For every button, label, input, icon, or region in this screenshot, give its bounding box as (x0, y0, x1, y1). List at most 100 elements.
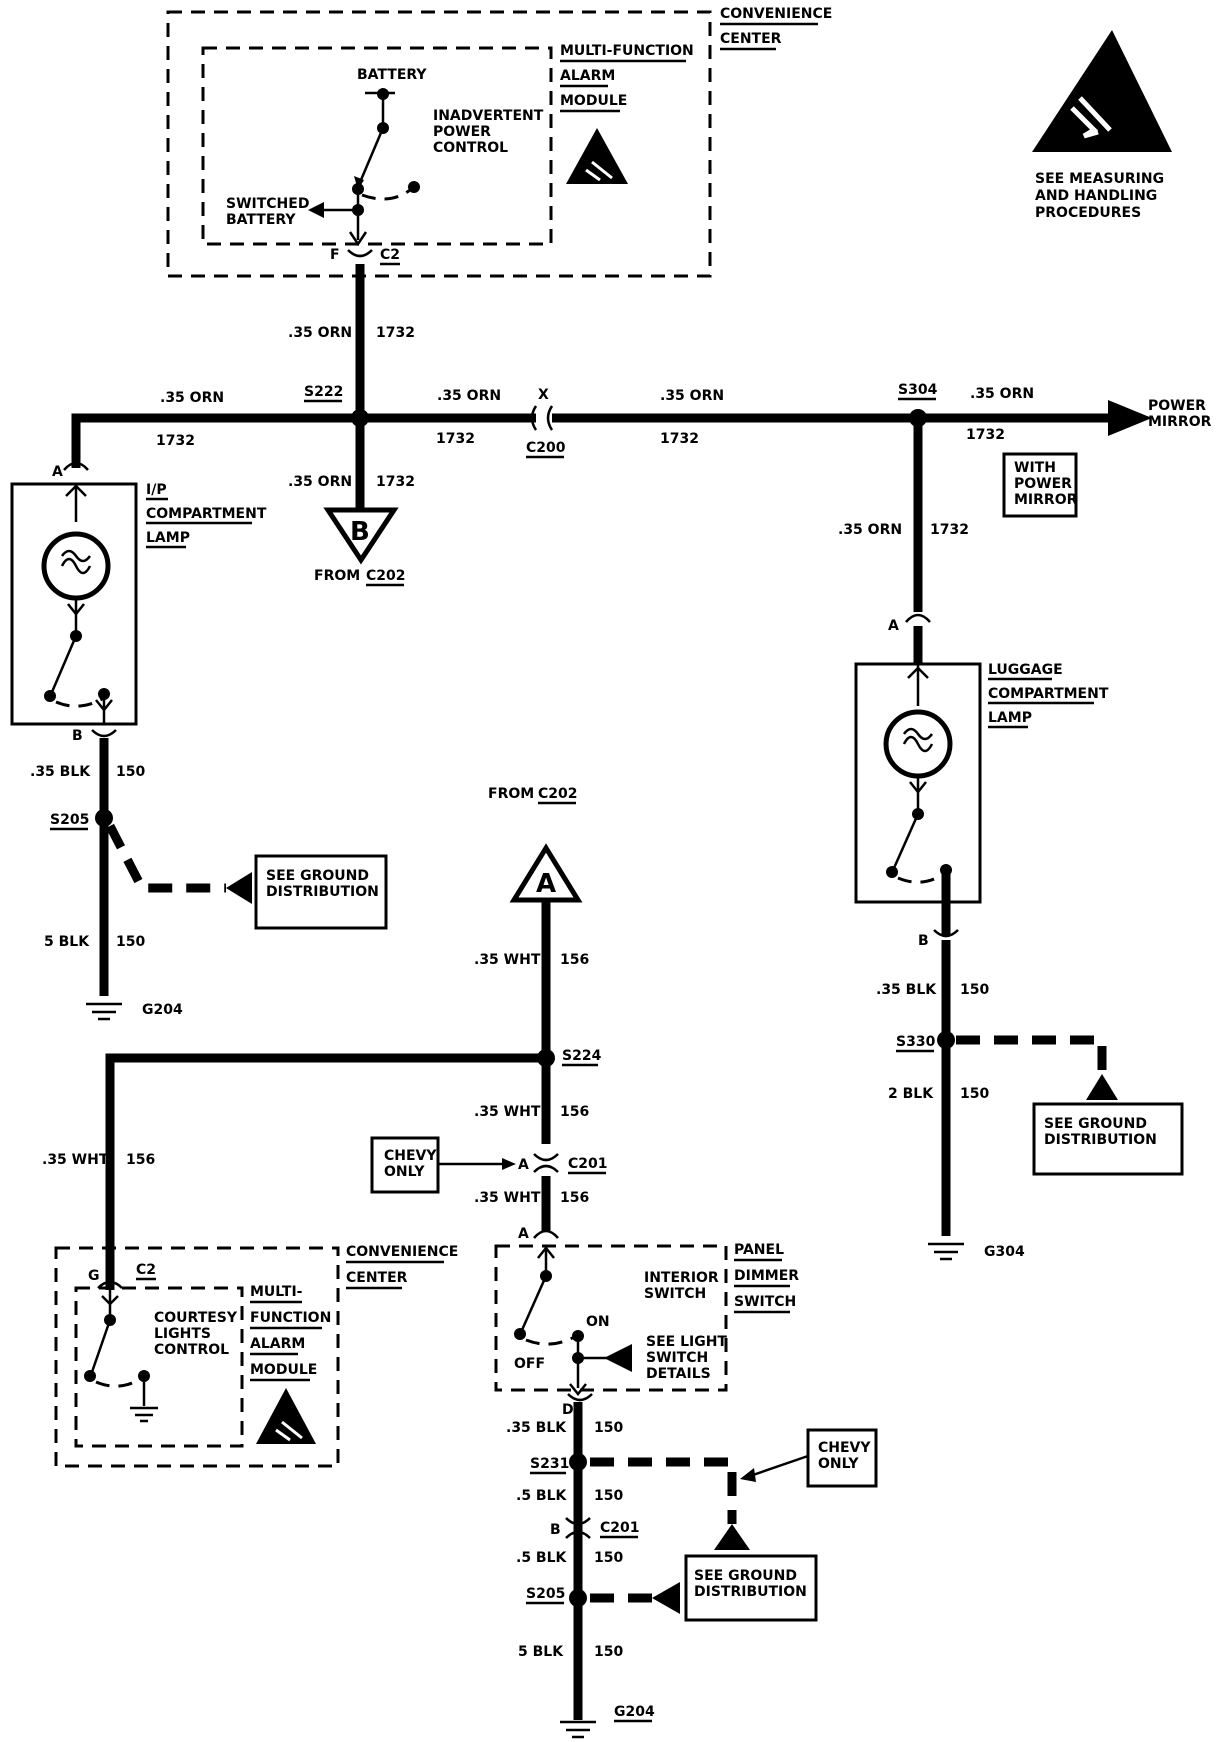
wire-circuit-b: 1732 (376, 474, 415, 490)
chevy-upper-2: ONLY (384, 1164, 425, 1180)
wire-s222-to-ip-lamp (71, 413, 536, 468)
with-pm-label-2: POWER (1014, 476, 1072, 492)
ground-dist-box-right (1032, 1102, 1184, 1176)
power-mirror-arrow (1108, 400, 1152, 436)
lug-lamp-label-1: LUGGAGE (988, 662, 1063, 678)
wire-label-blk-lug: .35 BLK (876, 982, 937, 998)
interior-switch-label-1: INTERIOR (644, 1270, 719, 1286)
see-light-label-3: DETAILS (646, 1366, 711, 1382)
wire-circuit-5blk-sw2: 150 (594, 1550, 623, 1566)
switched-battery-label-2: BATTERY (226, 212, 296, 228)
switched-battery-label-1: SWITCHED (226, 196, 309, 212)
with-pm-label-1: WITH (1014, 460, 1056, 476)
g304-label: G304 (984, 1244, 1025, 1260)
ground-g304-icon (928, 1242, 964, 1261)
ipc-label-3: CONTROL (433, 140, 508, 156)
courtesy-ground-icon (130, 1406, 158, 1423)
ref-a-source: C202 (538, 786, 578, 802)
ip-lamp-label-2: COMPARTMENT (146, 506, 267, 522)
ip-lamp-label-3: LAMP (146, 530, 190, 546)
lug-lamp-label-3: LAMP (988, 710, 1032, 726)
esd-note-line3: PROCEDURES (1035, 205, 1141, 221)
switch-on-label: ON (586, 1314, 610, 1330)
switch-pin-d: D (562, 1402, 574, 1418)
courtesy-ctl-label-1: COURTESY (154, 1310, 238, 1326)
ground-dist-box-bottom (684, 1554, 818, 1622)
bottom-mfam-label-1: MULTI- (250, 1284, 303, 1300)
c201-lower-label: C201 (600, 1520, 640, 1536)
c200-connector (530, 405, 538, 431)
wire-circuit-5blk-ip: 150 (116, 934, 145, 950)
ipc-label-1: INADVERTENT (433, 108, 544, 124)
top-convenience-center-outline (166, 10, 712, 278)
wire-s224-to-courtesy (105, 1053, 546, 1290)
ground-dist-bottom-1: SEE GROUND (694, 1568, 797, 1584)
s205-upper-label: S205 (50, 812, 89, 828)
wht-circuit-156: FROM C202 A .35 WHT 156 S224 .35 WHT 156… (42, 786, 608, 1290)
wire-circuit-far-right: 1732 (966, 427, 1005, 443)
wire-label-orn-left: .35 ORN (160, 390, 224, 406)
top-mfam-label-2: ALARM (560, 68, 615, 84)
c201-upper-pin-a: A (518, 1157, 529, 1173)
courtesy-ctl-label-2: LIGHTS (154, 1326, 211, 1342)
wire-circuit-left: 1732 (156, 433, 195, 449)
wire-label-5blk-sw2: .5 BLK (516, 1550, 568, 1566)
top-mfam-label-3: MODULE (560, 93, 627, 109)
ref-a-from: FROM (488, 786, 534, 802)
bottom-alarm-module-outline (74, 1286, 244, 1448)
with-power-mirror-box (1002, 452, 1078, 518)
s304-label: S304 (898, 382, 938, 398)
ground-dist-upper-1: SEE GROUND (266, 868, 369, 884)
splice-s205-upper (95, 809, 113, 827)
esd-note-line2: AND HANDLING (1035, 188, 1157, 204)
splice-s205-lower (569, 1589, 587, 1607)
s231-label: S231 (530, 1456, 569, 1472)
c200-label: C200 (526, 440, 566, 456)
top-c2-label: C2 (380, 247, 400, 263)
power-mirror-label-2: MIRROR (1148, 414, 1212, 430)
ref-b-symbol (323, 507, 399, 565)
ground-dist-bottom-2: DISTRIBUTION (694, 1584, 807, 1600)
c201-upper-connector (533, 1153, 559, 1162)
battery-label: BATTERY (357, 67, 427, 83)
bottom-cc-label-2: CENTER (346, 1270, 408, 1286)
wire-label-orn-mid: .35 ORN (437, 388, 501, 404)
switch-off-label: OFF (514, 1356, 545, 1372)
bottom-mfam-label-2: FUNCTION (250, 1310, 331, 1326)
top-mfam-label-1: MULTI-FUNCTION (560, 43, 694, 59)
wire-label-blk-ip: .35 BLK (30, 764, 91, 780)
wire-label-orn-far-right: .35 ORN (970, 386, 1034, 402)
top-cc-label-1: CONVENIENCE (720, 6, 832, 22)
top-c2-connector (347, 249, 373, 258)
blk-circuit-150-bottom: .35 BLK 150 S231 CHEVY ONLY .5 BLK 150 B… (506, 1402, 878, 1739)
pds-label-2: DIMMER (734, 1268, 799, 1284)
top-alarm-module-outline (201, 46, 553, 246)
orn-circuit-1732: .35 ORN 1732 .35 ORN 1732 S222 .35 ORN 1… (71, 264, 1212, 587)
splice-s231 (569, 1453, 587, 1471)
wire-circuit-blk-ip: 150 (116, 764, 145, 780)
wire-label-wht-low: .35 WHT (474, 1190, 541, 1206)
ref-b-source: C202 (366, 568, 406, 584)
wire-label-orn-b: .35 ORN (288, 474, 352, 490)
wire-label-5blk-bottom: 5 BLK (518, 1644, 564, 1660)
pds-label-3: SWITCH (734, 1294, 796, 1310)
interior-switch-label-2: SWITCH (644, 1286, 706, 1302)
ground-dist-dash-right (956, 1035, 1107, 1076)
luggage-compartment-lamp: .35 ORN 1732 A LUGGAGE COMPARTMENT LAMP … (838, 418, 1184, 1261)
wire-circuit-wht-top: 156 (560, 952, 589, 968)
wire-circuit-wht-left: 156 (126, 1152, 155, 1168)
ref-a-letter: A (536, 869, 556, 899)
lug-lamp-pin-a: A (888, 618, 899, 634)
ground-dist-dash-bottom-upper (590, 1457, 737, 1524)
s222-label: S222 (304, 384, 343, 400)
panel-dimmer-switch-outline (494, 1244, 728, 1392)
c201-upper-label: C201 (568, 1156, 608, 1172)
bottom-convenience-center: G C2 CONVENIENCE CENTER MULTI- FUNCTION … (54, 1244, 458, 1468)
esd-warning-icon (1032, 30, 1172, 152)
wire-label-2blk-lug: 2 BLK (888, 1086, 934, 1102)
ip-compartment-lamp: A I/P COMPARTMENT LAMP B .35 BLK 150 S20… (10, 461, 388, 1021)
with-pm-label-3: MIRROR (1014, 492, 1078, 508)
ip-lamp-pin-a: A (52, 464, 63, 480)
bottom-mfam-label-3: ALARM (250, 1336, 305, 1352)
wire-circuit-2blk-lug: 150 (960, 1086, 989, 1102)
